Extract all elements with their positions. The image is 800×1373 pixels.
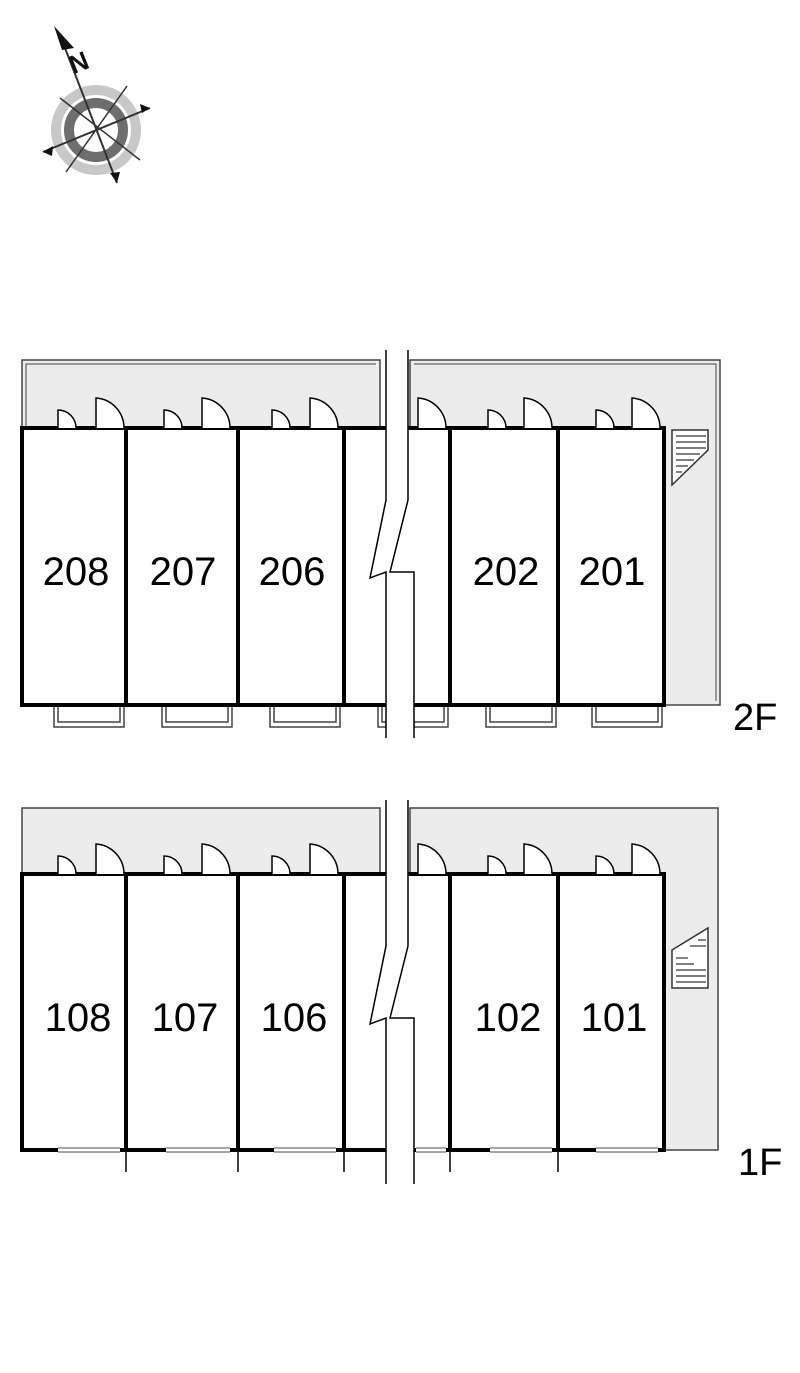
omission-break <box>368 800 415 1184</box>
unit-label-201: 201 <box>579 550 646 594</box>
unit-label-107: 107 <box>152 996 219 1040</box>
compass-north-label: N <box>64 45 93 80</box>
stairs-icon <box>671 429 709 487</box>
floor-1f: 108 107 106 102 101 1F <box>20 800 782 1184</box>
compass-icon: N <box>42 26 151 184</box>
unit-label-202: 202 <box>473 550 540 594</box>
floor-label-2f: 2F <box>733 697 777 739</box>
floor-2f: 208 207 206 202 201 2F <box>20 350 777 739</box>
unit-label-101: 101 <box>581 996 648 1040</box>
unit-label-102: 102 <box>475 996 542 1040</box>
unit-label-108: 108 <box>45 996 112 1040</box>
unit-label-207: 207 <box>150 550 217 594</box>
unit-label-206: 206 <box>259 550 326 594</box>
unit-label-106: 106 <box>261 996 328 1040</box>
stairs-icon <box>671 926 709 989</box>
omission-break <box>368 350 415 738</box>
floor-label-1f: 1F <box>738 1142 782 1184</box>
unit-label-208: 208 <box>43 550 110 594</box>
